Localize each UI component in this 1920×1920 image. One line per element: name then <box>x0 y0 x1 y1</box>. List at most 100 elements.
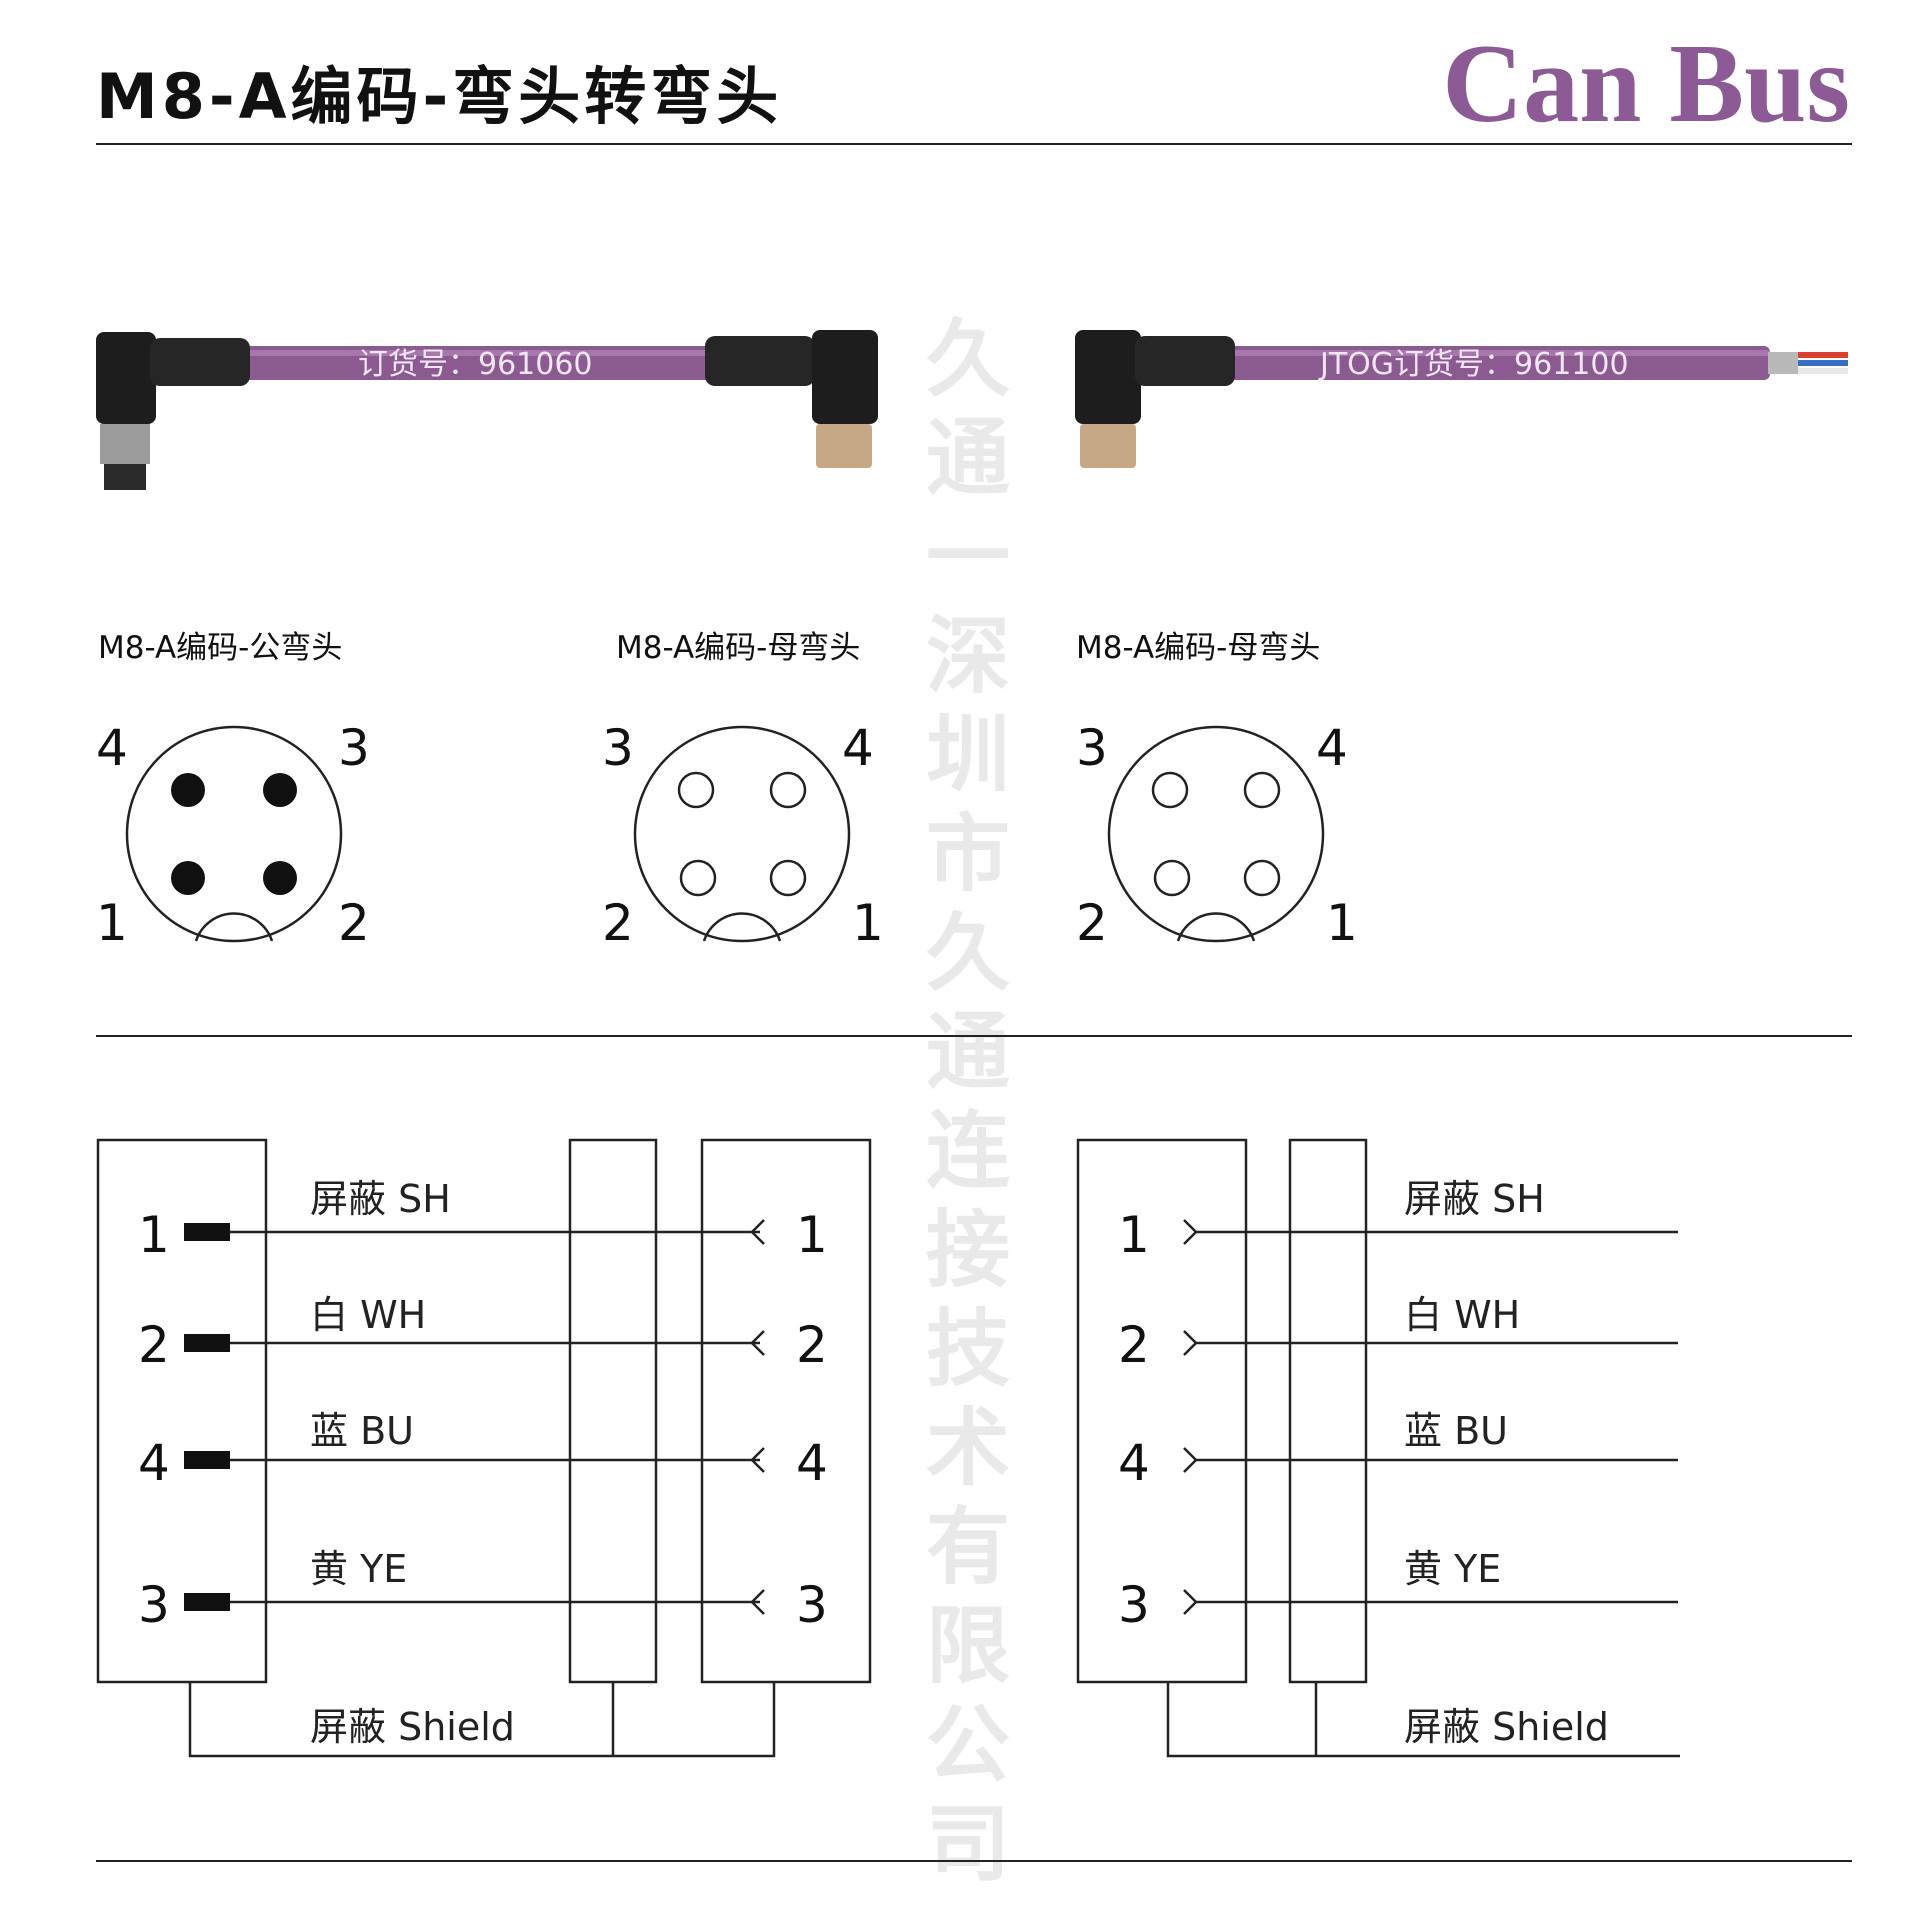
pin-number: 2 <box>138 1316 170 1374</box>
wire-label: 蓝 BU <box>1404 1409 1508 1453</box>
section-divider <box>96 1035 1852 1037</box>
female-socket-mark <box>750 1330 765 1356</box>
connector-box-b <box>700 1138 872 1684</box>
wiring-diagram-right <box>1076 1138 1680 1758</box>
female-socket-mark <box>750 1447 765 1473</box>
pin-label-top-right: 4 <box>842 719 874 777</box>
pinout-right: 3 4 2 1 <box>1076 719 1358 952</box>
pin-label-bottom-left: 1 <box>96 894 128 952</box>
pin-1 <box>1243 859 1281 897</box>
connector-nut-mid <box>816 424 872 468</box>
pin-number: 3 <box>138 1576 170 1634</box>
wires-left: 1 2 4 3 1 2 4 3 屏蔽 SH 白 WH 蓝 BU 黄 YE 屏蔽 … <box>138 1177 828 1749</box>
footer-divider <box>96 1860 1852 1862</box>
pin-number: 2 <box>1118 1316 1150 1374</box>
connector-label-right: M8-A编码-母弯头 <box>1076 630 1321 666</box>
female-socket-mark <box>1183 1219 1198 1245</box>
pin-number: 4 <box>796 1434 828 1492</box>
pin-4 <box>171 773 205 807</box>
wire-label: 屏蔽 SH <box>310 1177 451 1221</box>
pin-label-top-left: 3 <box>1076 719 1108 777</box>
wire-red <box>1798 352 1848 358</box>
cable-stripped-end <box>1768 352 1798 374</box>
cable-highlight <box>1225 350 1770 356</box>
shield-label: 屏蔽 Shield <box>1404 1705 1609 1749</box>
pin-number: 4 <box>1118 1434 1150 1492</box>
connector-label-left: M8-A编码-公弯头 <box>98 630 343 666</box>
connector-label-middle: M8-A编码-母弯头 <box>616 630 861 666</box>
cable-highlight <box>230 350 720 356</box>
pin-number: 1 <box>796 1206 828 1264</box>
cable-box <box>568 1138 658 1684</box>
coding-key <box>194 912 274 942</box>
female-socket-mark <box>1183 1589 1198 1615</box>
pin-number: 3 <box>1118 1576 1150 1634</box>
male-pin-mark <box>184 1334 230 1352</box>
female-socket-mark <box>750 1219 765 1245</box>
page-title: M8-A编码-弯头转弯头 <box>96 60 783 133</box>
connector-face <box>1107 725 1325 943</box>
cable-1-order-number: 订货号：961060 <box>358 347 593 382</box>
shield-line <box>188 1682 776 1758</box>
cable-assembly-1: 订货号：961060 <box>96 330 878 490</box>
connector-strain-relief-mid <box>705 336 815 386</box>
pin-number: 3 <box>796 1576 828 1634</box>
connector-body-mid <box>812 330 878 424</box>
pin-label-bottom-left: 2 <box>1076 894 1108 952</box>
pin-3 <box>677 771 715 809</box>
pin-number: 2 <box>796 1316 828 1374</box>
wire-label: 黄 YE <box>310 1547 407 1591</box>
female-socket-mark <box>1183 1447 1198 1473</box>
connector-body-left <box>96 332 156 424</box>
wire-label: 白 WH <box>1404 1293 1520 1337</box>
pin-label-bottom-right: 1 <box>1326 894 1358 952</box>
cable-2-order-number: JTOG订货号：961100 <box>1318 347 1629 382</box>
cable-box <box>1288 1138 1368 1684</box>
connector-body-right <box>1075 330 1141 424</box>
pin-number: 1 <box>138 1206 170 1264</box>
pin-label-top-right: 3 <box>338 719 370 777</box>
connector-strain-relief-left <box>150 338 250 386</box>
shield-label: 屏蔽 Shield <box>310 1705 515 1749</box>
pin-3 <box>263 773 297 807</box>
wire-label: 黄 YE <box>1404 1547 1501 1591</box>
wiring-diagram-left <box>96 1138 872 1758</box>
pin-2 <box>1153 859 1191 897</box>
pin-label-bottom-left: 2 <box>602 894 634 952</box>
connector-pin-tip-left <box>104 464 146 490</box>
pin-4 <box>1243 771 1281 809</box>
header-divider <box>96 143 1852 145</box>
pinout-left: 4 3 1 2 <box>96 719 370 952</box>
wire-label: 屏蔽 SH <box>1404 1177 1545 1221</box>
wire-label: 蓝 BU <box>310 1409 414 1453</box>
pin-label-bottom-right: 2 <box>338 894 370 952</box>
pin-4 <box>769 771 807 809</box>
pin-number: 1 <box>1118 1206 1150 1264</box>
connector-box-a <box>96 1138 268 1684</box>
pinout-middle: 3 4 2 1 <box>602 719 884 952</box>
pin-number: 4 <box>138 1434 170 1492</box>
brand-logo-text: Can Bus <box>1442 22 1850 146</box>
connector-thread-left <box>100 424 150 464</box>
connector-face <box>125 725 343 943</box>
pin-2 <box>679 859 717 897</box>
pin-label-bottom-right: 1 <box>852 894 884 952</box>
pin-label-top-left: 3 <box>602 719 634 777</box>
wire-label: 白 WH <box>310 1293 426 1337</box>
wires-right: 1 2 4 3 屏蔽 SH 白 WH 蓝 BU 黄 YE 屏蔽 Shield <box>1118 1177 1678 1749</box>
pin-1 <box>769 859 807 897</box>
pin-label-top-right: 4 <box>1316 719 1348 777</box>
wire-white <box>1798 368 1848 374</box>
male-pin-mark <box>184 1451 230 1469</box>
wire-blue <box>1798 360 1848 366</box>
connector-face <box>633 725 851 943</box>
pin-3 <box>1151 771 1189 809</box>
male-pin-mark <box>184 1593 230 1611</box>
female-socket-mark <box>750 1589 765 1615</box>
male-pin-mark <box>184 1223 230 1241</box>
connector-nut-right <box>1080 424 1136 468</box>
shield-line <box>1166 1682 1680 1758</box>
pin-label-top-left: 4 <box>96 719 128 777</box>
coding-key <box>702 912 782 942</box>
